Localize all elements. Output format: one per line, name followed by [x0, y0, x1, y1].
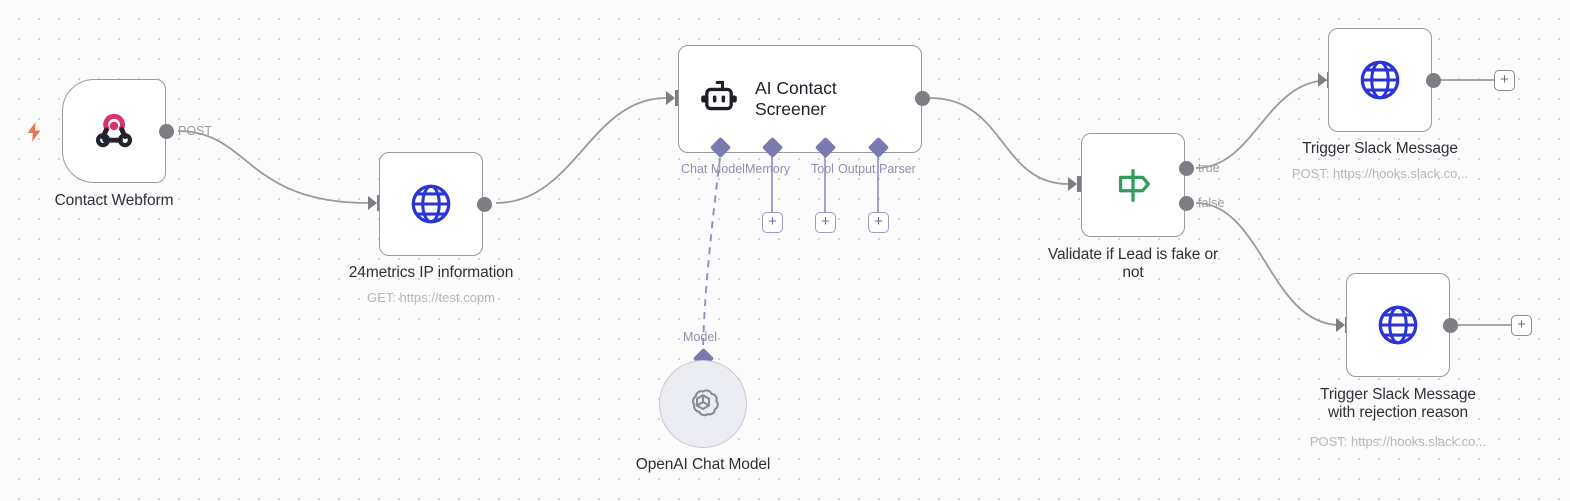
port-output-24metrics[interactable]	[477, 197, 492, 212]
add-node-button-true-branch[interactable]: +	[1494, 70, 1515, 91]
port-output-trigger-slack-message-rejection[interactable]	[1443, 318, 1458, 333]
node-label-validate-if-lead-is-fake-or-not: Validate if Lead is fake or not	[1047, 246, 1219, 282]
port-label-output-parser: Output Parser	[838, 162, 916, 176]
port-output-false[interactable]	[1179, 196, 1194, 211]
webhook-icon	[92, 109, 136, 153]
node-24metrics-ip-information[interactable]	[379, 152, 483, 256]
node-openai-chat-model[interactable]	[659, 360, 747, 448]
port-label-tool: Tool	[811, 162, 834, 176]
port-output-ai-contact-screener[interactable]	[915, 91, 930, 106]
node-label-trigger-slack-message: Trigger Slack Message	[1302, 140, 1458, 157]
add-tool-button[interactable]: +	[815, 212, 836, 233]
edge-label-if-false: false	[1198, 196, 1225, 210]
port-output-true[interactable]	[1179, 161, 1194, 176]
openai-icon	[683, 384, 723, 424]
node-subtitle-24metrics-ip-information: GET: https://test.copm	[367, 290, 495, 305]
port-label-openai-model: Model	[683, 330, 718, 344]
node-subtitle-trigger-slack-message: POST: https://hooks.slack.co...	[1291, 166, 1469, 181]
edge-label-if-true: true	[1198, 161, 1220, 175]
edge-label-webform-output: POST	[178, 124, 213, 138]
node-validate-if-lead-is-fake-or-not[interactable]	[1081, 133, 1185, 237]
globe-icon	[408, 181, 454, 227]
node-contact-webform[interactable]	[62, 79, 166, 183]
add-memory-button[interactable]: +	[762, 212, 783, 233]
trigger-bolt-icon	[25, 121, 43, 143]
port-output-contact-webform[interactable]	[159, 124, 174, 139]
node-label-contact-webform: Contact Webform	[54, 192, 174, 209]
globe-icon	[1357, 57, 1403, 103]
globe-icon	[1375, 302, 1421, 348]
port-label-chat-model: Chat Model	[681, 162, 745, 176]
node-label-24metrics-ip-information: 24metrics IP information	[348, 264, 514, 281]
node-label-openai-chat-model: OpenAI Chat Model	[635, 456, 771, 473]
node-label-ai-contact-screener: AI Contact Screener	[755, 78, 837, 119]
add-node-button-false-branch[interactable]: +	[1511, 315, 1532, 336]
robot-icon	[697, 79, 741, 119]
node-subtitle-trigger-slack-message-with-rejection-reason: POST: https://hooks.slack.co...	[1309, 434, 1487, 449]
node-ai-contact-screener[interactable]: AI Contact Screener	[678, 45, 922, 153]
add-output-parser-button[interactable]: +	[868, 212, 889, 233]
node-trigger-slack-message-with-rejection-reason[interactable]	[1346, 273, 1450, 377]
node-label-trigger-slack-message-with-rejection-reason: Trigger Slack Message with rejection rea…	[1320, 386, 1476, 422]
port-output-trigger-slack-message[interactable]	[1426, 73, 1441, 88]
port-label-memory: Memory	[745, 162, 791, 176]
node-trigger-slack-message[interactable]	[1328, 28, 1432, 132]
signpost-icon	[1110, 162, 1156, 208]
